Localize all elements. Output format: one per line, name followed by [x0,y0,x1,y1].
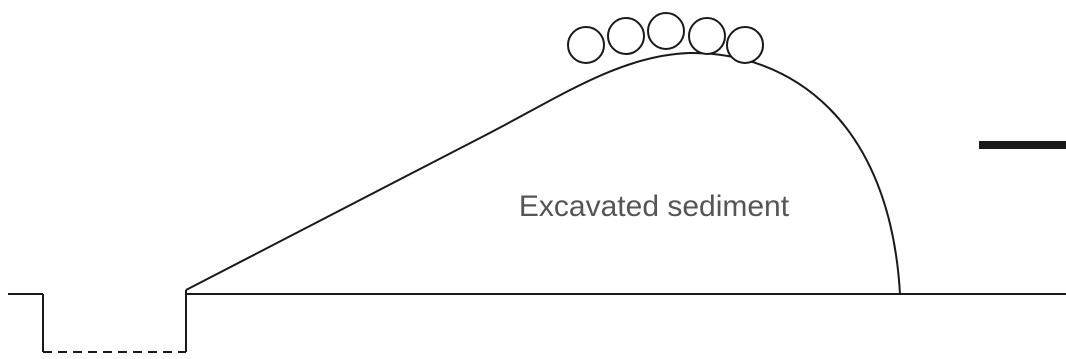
sediment-mound-outline [185,51,901,295]
stone-circle [726,26,764,64]
stone-circle [567,26,605,64]
stones-group [567,12,764,64]
sediment-label: Excavated sediment [519,190,790,223]
stone-circle [647,12,685,50]
stone-circle [607,17,645,55]
stone-circle [688,17,726,55]
